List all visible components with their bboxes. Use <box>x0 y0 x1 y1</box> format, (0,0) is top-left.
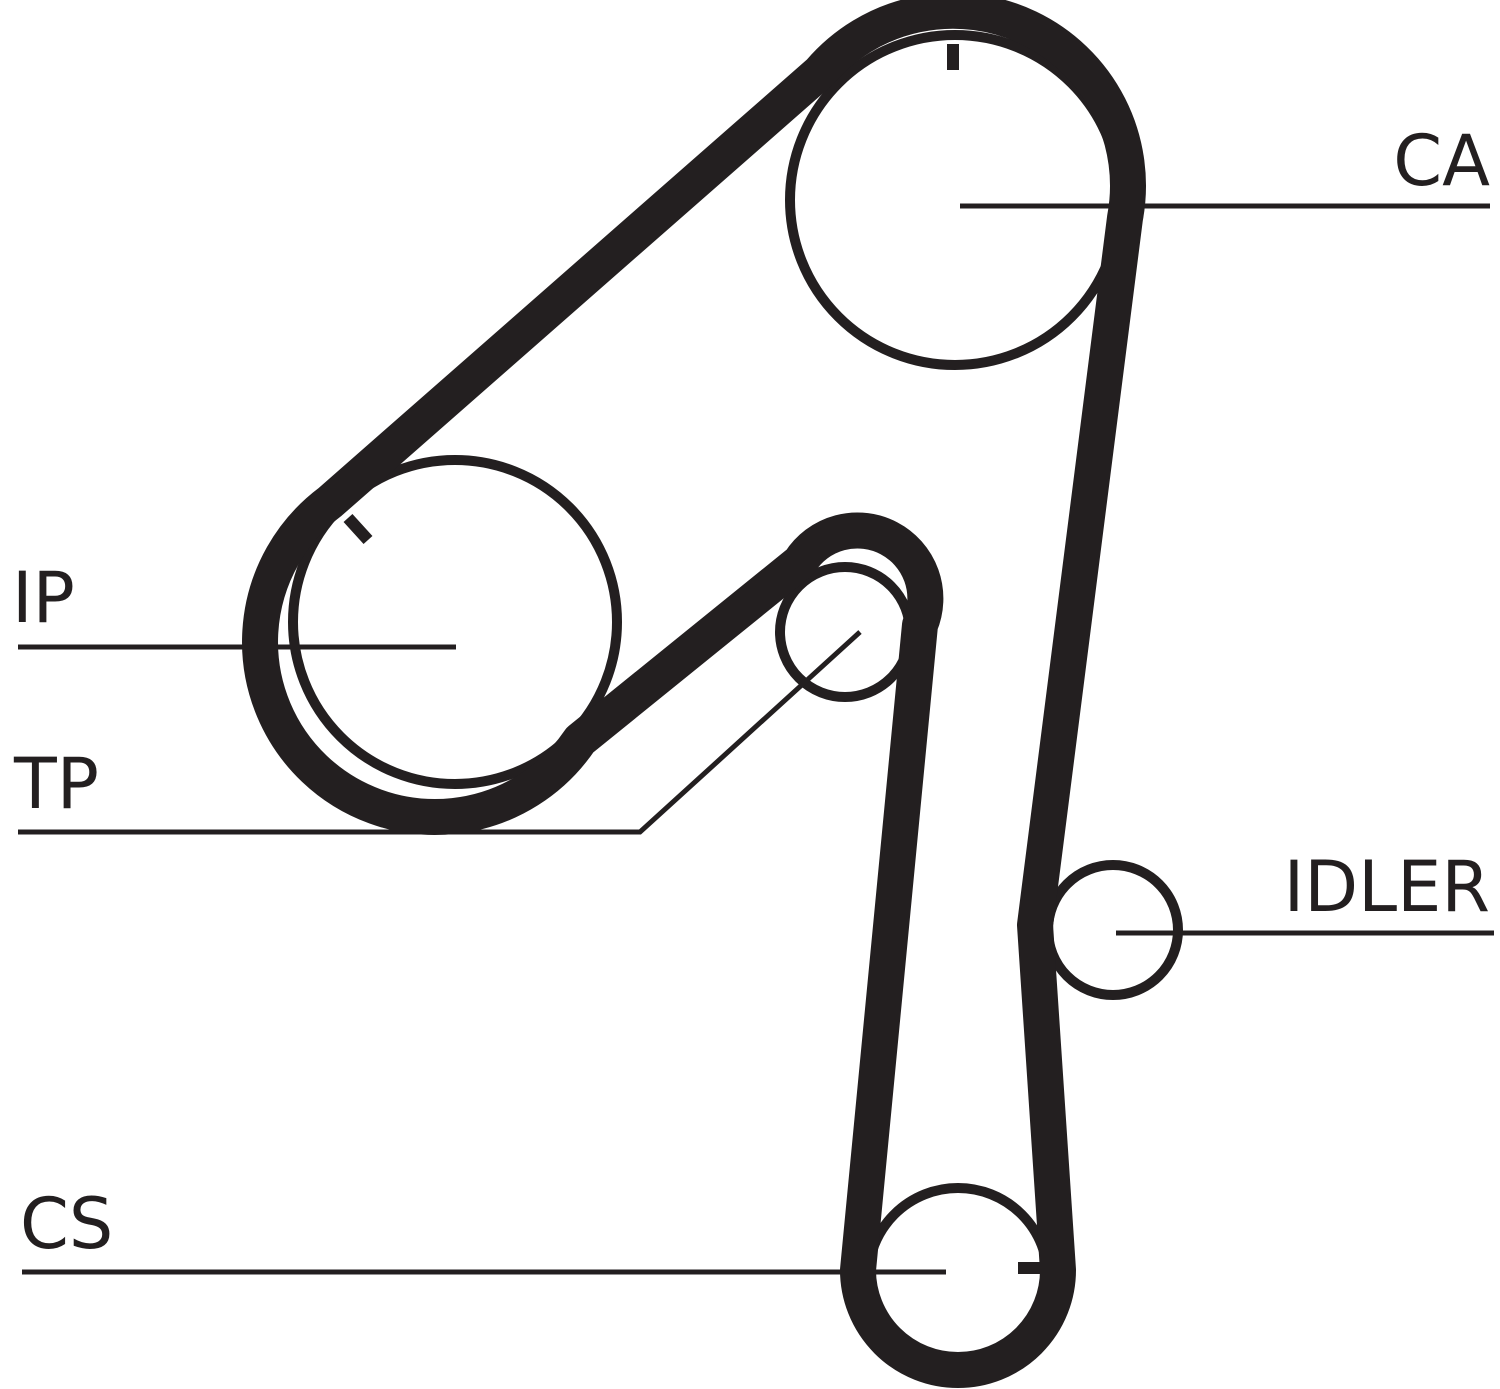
idler-label: IDLER <box>1284 846 1490 928</box>
cs-label: CS <box>20 1183 113 1265</box>
ip-label: IP <box>12 557 75 639</box>
idler-pulley <box>1043 860 1183 1000</box>
tp-label: TP <box>13 743 99 825</box>
injection-pump-pulley <box>288 455 622 789</box>
camshaft-pulley <box>785 30 1125 370</box>
timing-belt <box>242 0 1146 1388</box>
ca-label: CA <box>1393 120 1490 202</box>
pump-timing-mark <box>343 513 373 545</box>
tp-leader-line <box>18 630 862 835</box>
tensioner-pulley <box>775 562 915 702</box>
